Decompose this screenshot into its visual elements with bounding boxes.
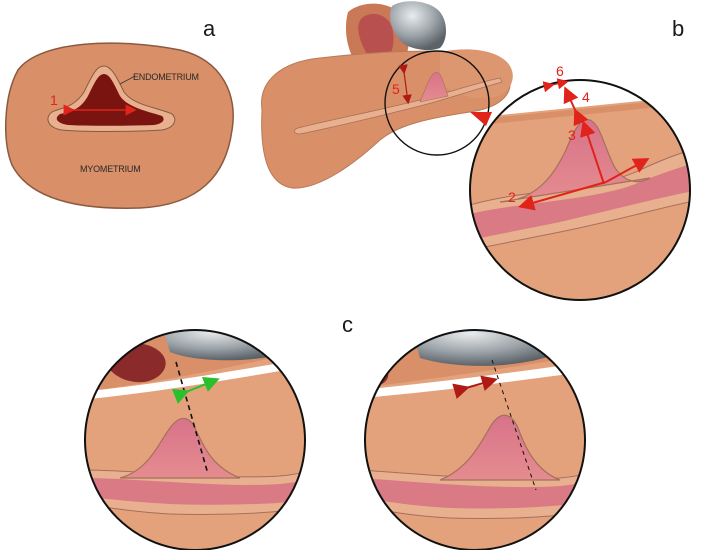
red-measure-arrow-c [452, 375, 498, 399]
endometrial-line [294, 77, 503, 135]
measure-1-label: 1 [50, 92, 58, 108]
zoom-circle-c-left [84, 329, 306, 550]
magnifier-circle [384, 50, 490, 156]
zoom-circle-c-right [364, 329, 586, 550]
zoom-view-b [470, 80, 690, 300]
panel-b-letter: b [672, 16, 684, 41]
panel-c-letter: c [342, 312, 353, 337]
zoom-circle-b [469, 79, 691, 301]
green-measure-arrow [171, 377, 220, 404]
measure-2-label: 2 [508, 189, 516, 205]
dashed-line-c-right [491, 359, 537, 491]
panel-c: c [84, 312, 586, 550]
zoom-pointer-arrow [470, 112, 492, 126]
cervix [440, 49, 513, 99]
panel-a-letter: a [203, 16, 216, 41]
measure-4-label: 4 [582, 89, 590, 105]
panel-b: b 5 2 3 4 6 [261, 1, 691, 301]
measure-2-arrow [518, 181, 607, 211]
measure-5-label: 5 [392, 81, 400, 97]
ultrasound-probe [389, 1, 446, 51]
measure-2-arrow-b [605, 158, 650, 183]
endometrium-pointer [119, 75, 136, 85]
myometrium-label: MYOMETRIUM [80, 164, 141, 174]
niche-small [419, 71, 449, 103]
bladder-inner [358, 13, 394, 63]
measure-3-label: 3 [568, 127, 576, 143]
measure-4-arrow [563, 86, 589, 127]
measure-6-label: 6 [556, 63, 564, 79]
panel-a: a 1 ENDOMETRIUM MYOMETRIUM [5, 16, 234, 209]
measure-6-arrow [542, 78, 569, 93]
endometrium-label: ENDOMETRIUM [133, 72, 199, 82]
measure-3-arrow [580, 120, 605, 185]
measure-5-arrow [398, 64, 412, 105]
